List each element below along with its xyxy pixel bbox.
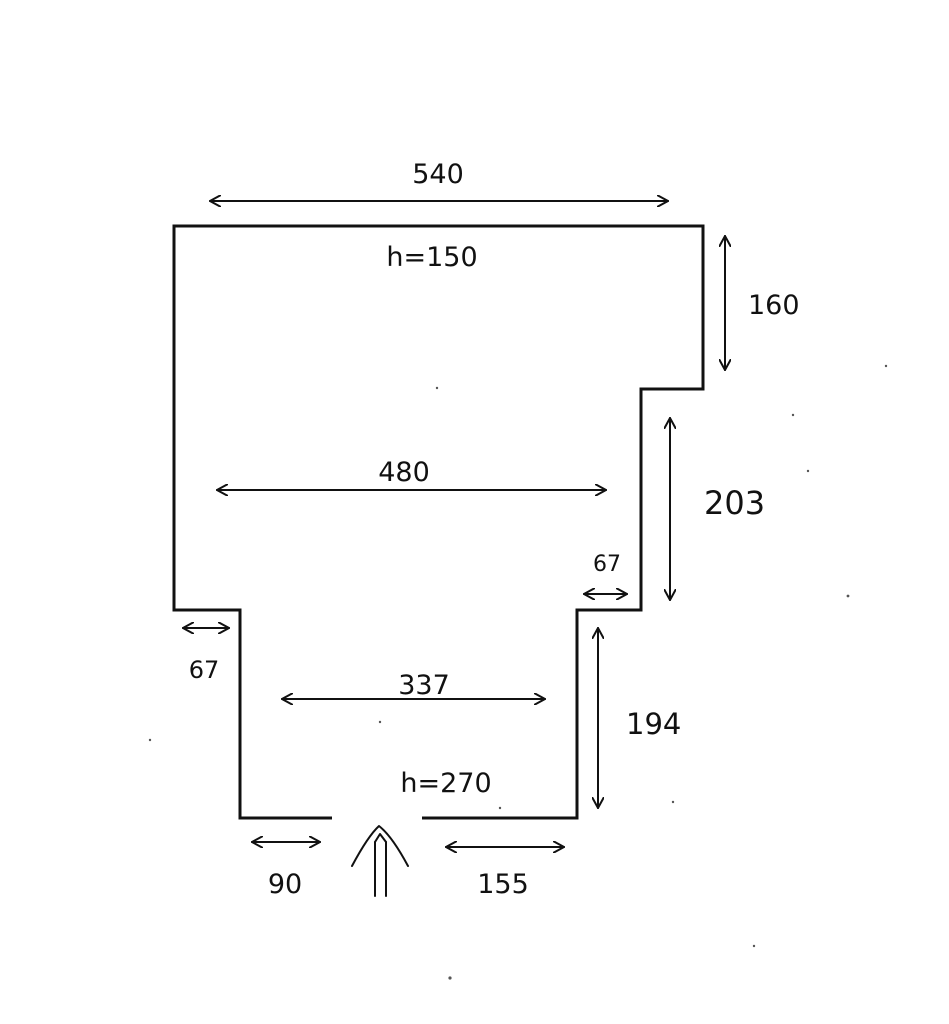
right-upper-height-label: 160	[748, 290, 800, 321]
bottom-left-segment-label: 90	[268, 869, 302, 900]
top-width-label: 540	[412, 159, 464, 190]
top-height-label: h=150	[386, 242, 477, 273]
lower-height-label: h=270	[400, 768, 491, 799]
left-step-label: 67	[189, 656, 220, 684]
right-step-label: 67	[593, 552, 621, 577]
room-outline	[172, 224, 705, 820]
scan-specks	[148, 364, 888, 980]
middle-width-label: 480	[378, 457, 430, 488]
right-middle-height-label: 203	[704, 484, 765, 522]
double-up-arrow-icon	[351, 825, 409, 897]
right-lower-height-label: 194	[626, 707, 681, 741]
lower-width-label: 337	[398, 670, 450, 701]
bottom-right-segment-label: 155	[477, 869, 529, 900]
